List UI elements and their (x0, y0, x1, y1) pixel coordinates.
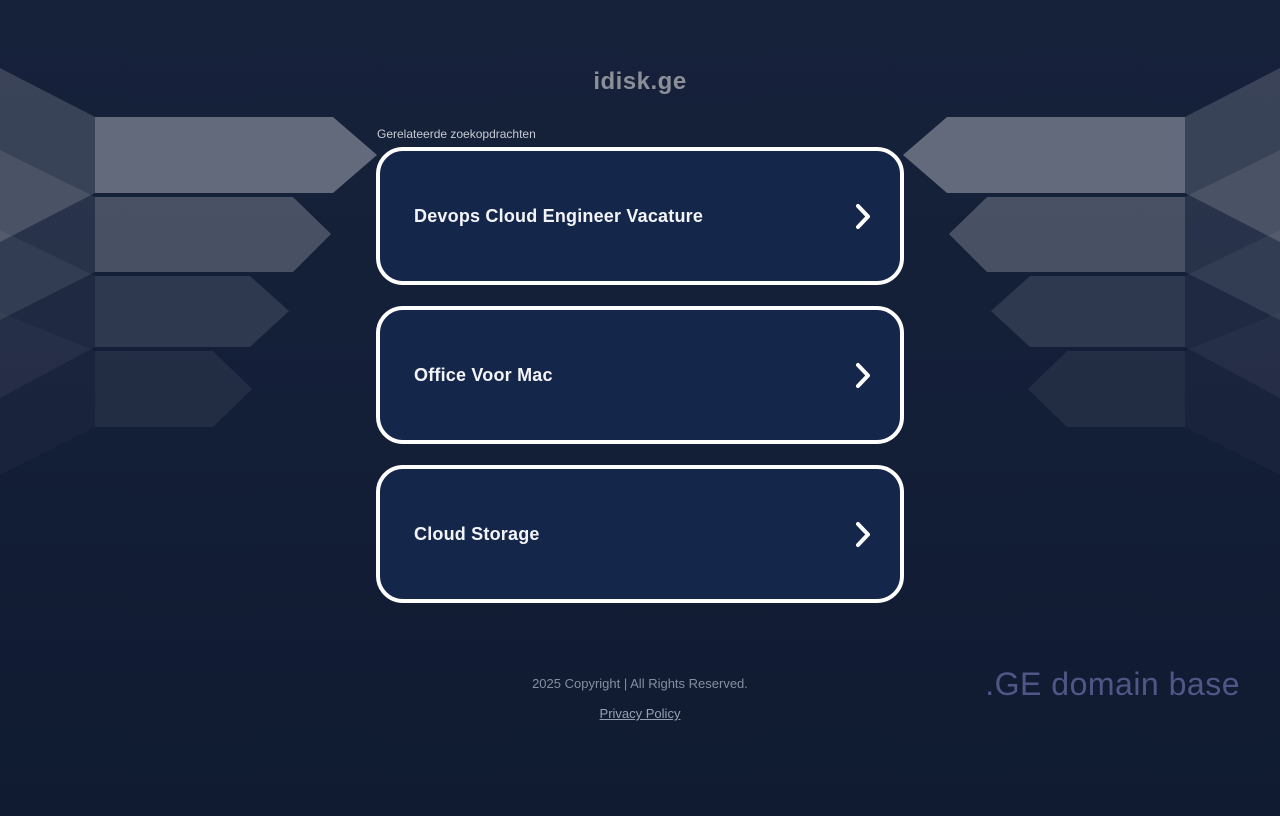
chevron-right-icon (856, 203, 870, 229)
chevron-right-icon (856, 362, 870, 388)
left-arrow-3 (95, 276, 289, 347)
right-arrow-3 (991, 276, 1185, 347)
right-wedge-3 (1185, 230, 1280, 398)
related-links-list: Devops Cloud Engineer Vacature Office Vo… (376, 147, 904, 603)
privacy-policy-link[interactable]: Privacy Policy (599, 706, 681, 721)
left-wedge-4 (0, 312, 95, 475)
related-link-label: Cloud Storage (414, 523, 540, 544)
related-link-cloud-storage[interactable]: Cloud Storage (376, 465, 904, 603)
related-link-devops-cloud-engineer[interactable]: Devops Cloud Engineer Vacature (376, 147, 904, 285)
left-arrow-1 (95, 117, 377, 193)
right-wedge-4 (1185, 312, 1280, 475)
footer-privacy-row: Privacy Policy (0, 706, 1280, 721)
page-title: idisk.ge (593, 68, 687, 95)
related-searches-label: Gerelateerde zoekopdrachten (377, 127, 536, 141)
related-link-label: Office Voor Mac (414, 364, 553, 385)
right-arrow-4 (1028, 351, 1185, 427)
ge-domain-base-brand: .GE domain base (985, 666, 1240, 702)
chevron-right-icon (856, 521, 870, 547)
right-arrow-1 (903, 117, 1185, 193)
left-arrow-2 (95, 197, 331, 272)
related-link-label: Devops Cloud Engineer Vacature (414, 205, 704, 226)
right-wedge-2 (1185, 150, 1280, 320)
related-link-office-voor-mac[interactable]: Office Voor Mac (376, 306, 904, 444)
left-arrow-4 (95, 351, 252, 427)
left-wedge-2 (0, 150, 95, 320)
left-wedge-3 (0, 230, 95, 398)
right-arrow-2 (949, 197, 1185, 272)
copyright-text: 2025 Copyright | All Rights Reserved. (532, 676, 748, 691)
